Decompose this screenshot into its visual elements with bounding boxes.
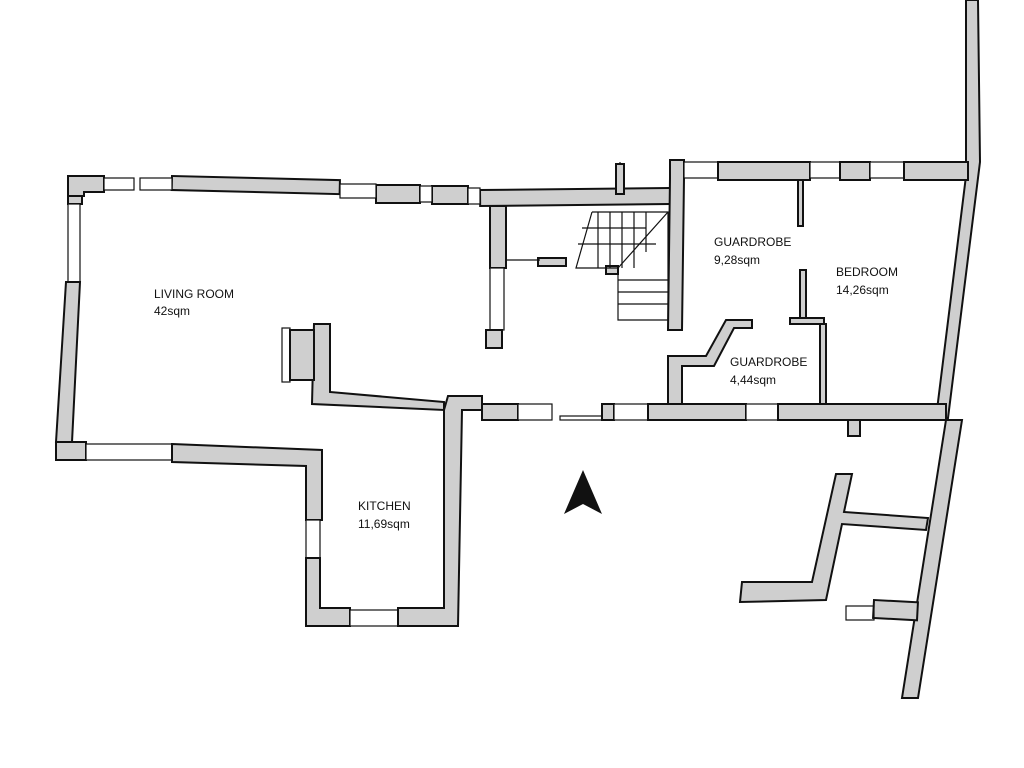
living-room-bottom-left-wall xyxy=(55,441,87,461)
guardrobe2-wall xyxy=(667,319,753,405)
window xyxy=(467,187,481,205)
living-room-area: 42sqm xyxy=(154,304,190,318)
stair-wall-post xyxy=(605,265,619,275)
window xyxy=(489,267,505,331)
bottom-wall-segment xyxy=(647,403,747,421)
stair-wall-post xyxy=(615,163,625,195)
top-wall-segment xyxy=(717,161,811,181)
living-room-left-wall xyxy=(54,281,82,443)
living-room-top-wall-segment xyxy=(431,185,469,205)
guardrobe-left-wall xyxy=(666,159,685,331)
partition-wall xyxy=(819,323,827,405)
exterior-wall-right xyxy=(934,0,982,419)
outbuilding-wall xyxy=(738,473,930,604)
partition-wall xyxy=(797,179,804,227)
living-room-top-wall-segment xyxy=(375,184,421,204)
bedroom-area: 14,26sqm xyxy=(836,283,889,297)
living-room-left-wall-top xyxy=(67,195,83,205)
door-opening xyxy=(559,415,603,421)
window xyxy=(85,443,173,461)
guardrobe-2-label: GUARDROBE xyxy=(730,355,807,369)
stair-wall xyxy=(489,205,507,269)
kitchen-area: 11,69sqm xyxy=(358,517,410,531)
living-room-label: LIVING ROOM xyxy=(154,287,234,301)
stair-tread xyxy=(617,211,669,269)
guardrobe-1-area: 9,28sqm xyxy=(714,253,760,267)
living-room-top-wall-segment xyxy=(478,186,672,208)
window xyxy=(339,183,377,199)
doorway xyxy=(845,605,875,621)
fireplace-hearth xyxy=(289,329,315,381)
north-arrow-icon xyxy=(564,470,602,514)
partition-wall xyxy=(789,317,825,325)
stair-landing-rail xyxy=(537,257,567,267)
interior-wall-chimney xyxy=(310,323,445,412)
stair-wall-post xyxy=(485,329,503,349)
window xyxy=(305,519,321,559)
living-room-top-wall-segment xyxy=(170,174,341,196)
window xyxy=(517,403,553,421)
exterior-wall-right-lower xyxy=(900,419,964,699)
window xyxy=(103,177,135,191)
window xyxy=(869,161,905,179)
wall-stub xyxy=(847,419,861,437)
window xyxy=(683,161,719,179)
bottom-wall-segment xyxy=(481,403,519,421)
window xyxy=(139,177,173,191)
outbuilding-wall xyxy=(872,598,919,622)
living-room-bottom-wall xyxy=(171,442,323,521)
bottom-wall-segment xyxy=(601,403,615,421)
living-room-top-wall xyxy=(67,175,105,197)
kitchen-left-wall xyxy=(305,557,351,627)
top-wall-segment xyxy=(839,161,871,181)
bottom-wall-segment xyxy=(777,403,947,421)
window xyxy=(745,403,779,421)
bedroom-label: BEDROOM xyxy=(836,265,898,279)
fireplace xyxy=(281,327,291,383)
partition-wall xyxy=(799,269,807,323)
window xyxy=(809,161,841,179)
guardrobe-2-area: 4,44sqm xyxy=(730,373,776,387)
window xyxy=(613,403,649,421)
top-wall-segment xyxy=(903,161,969,181)
window xyxy=(67,203,81,283)
window xyxy=(419,185,433,203)
kitchen-label: KITCHEN xyxy=(358,499,411,513)
guardrobe-1-label: GUARDROBE xyxy=(714,235,791,249)
window xyxy=(349,609,399,627)
